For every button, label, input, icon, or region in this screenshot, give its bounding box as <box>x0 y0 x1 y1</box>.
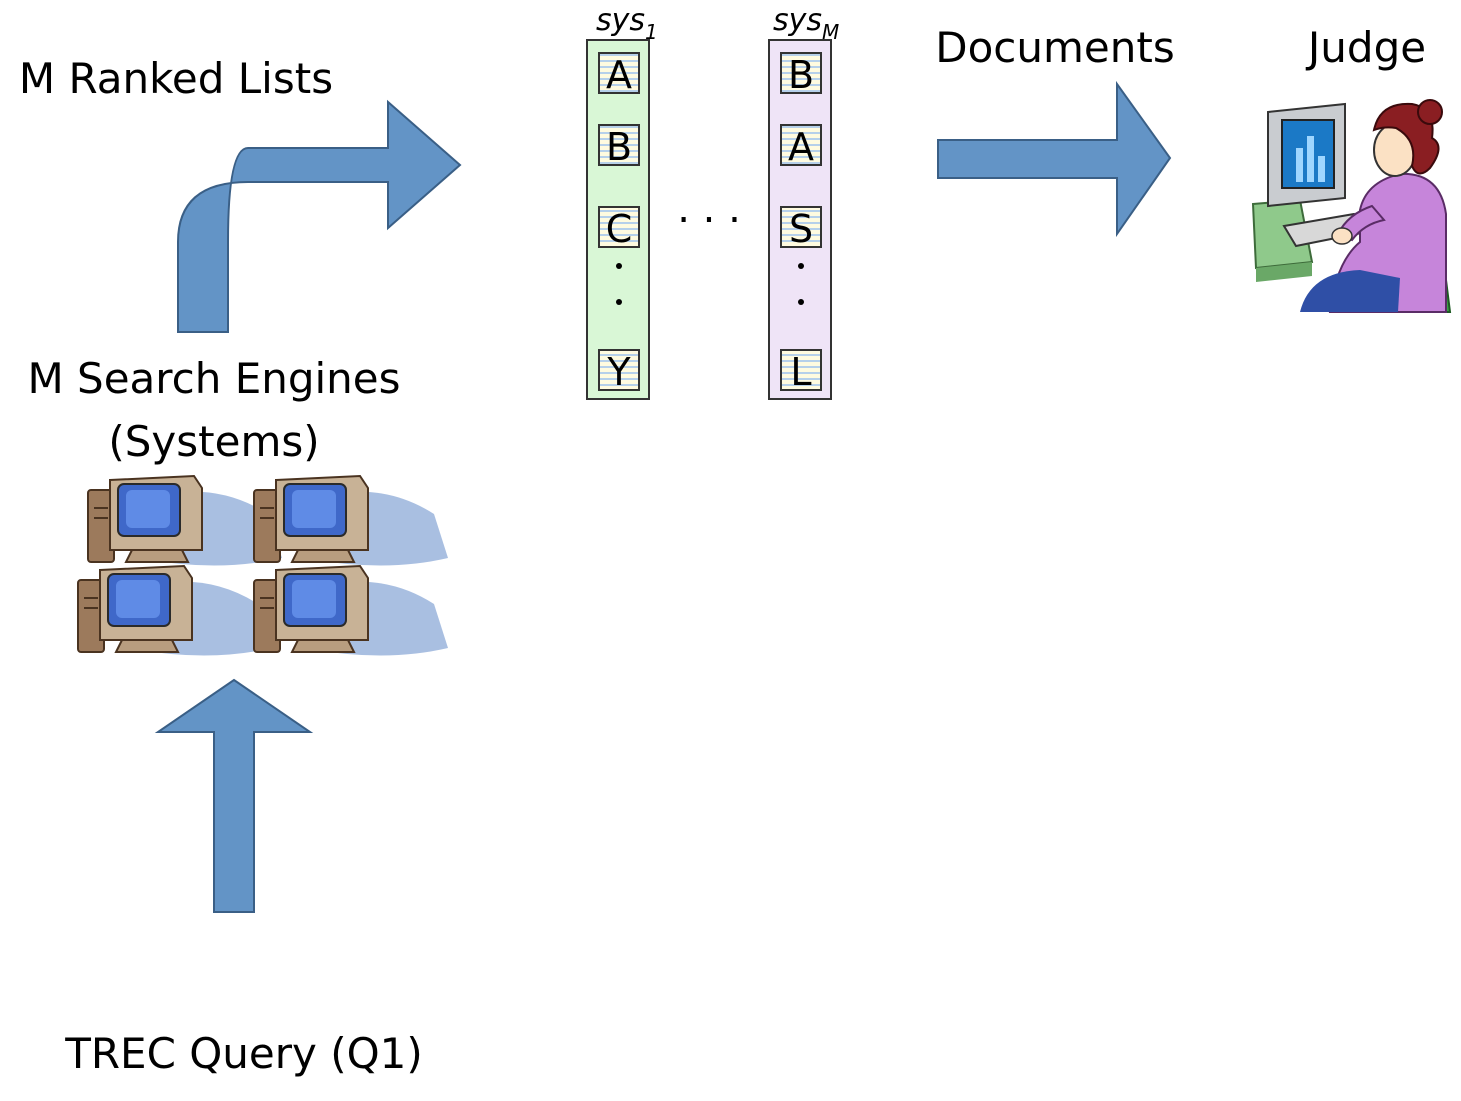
judge-label: Judge <box>1305 23 1426 72</box>
documents-label: Documents <box>935 23 1174 72</box>
up-arrow <box>154 678 314 913</box>
document-box: A <box>780 124 822 169</box>
svg-text:Y: Y <box>606 350 631 394</box>
desktop-computer-icon <box>77 565 273 657</box>
desktop-computer-icon <box>253 475 449 567</box>
svg-text:C: C <box>606 207 633 251</box>
document-box: Y <box>598 349 640 394</box>
svg-text:A: A <box>606 53 632 97</box>
sysm-label: sysM <box>773 3 839 44</box>
svg-text:B: B <box>606 125 632 169</box>
person-at-computer-icon <box>1251 99 1452 313</box>
ranked-lists-label: M Ranked Lists <box>19 54 333 103</box>
search-engines-label: M Search Engines <box>27 354 400 403</box>
curved-arrow <box>177 99 462 333</box>
vertical-dots <box>616 263 804 305</box>
documents-arrow <box>937 80 1172 238</box>
ellipsis: . . . <box>677 186 741 232</box>
desktop-computer-icon <box>87 475 283 567</box>
svg-text:S: S <box>789 207 813 251</box>
systems-label: (Systems) <box>108 417 319 466</box>
desktop-computer-icon <box>253 565 449 657</box>
document-box: B <box>780 52 822 97</box>
document-box: A <box>598 52 640 97</box>
document-box: C <box>598 206 640 251</box>
document-box: B <box>598 124 640 169</box>
svg-text:A: A <box>788 125 814 169</box>
svg-text:L: L <box>790 350 811 394</box>
document-box: L <box>780 349 822 394</box>
query-label: TREC Query (Q1) <box>64 1029 423 1078</box>
svg-text:B: B <box>788 53 814 97</box>
document-box: S <box>780 206 822 251</box>
sys1-label: sys1 <box>596 3 658 44</box>
